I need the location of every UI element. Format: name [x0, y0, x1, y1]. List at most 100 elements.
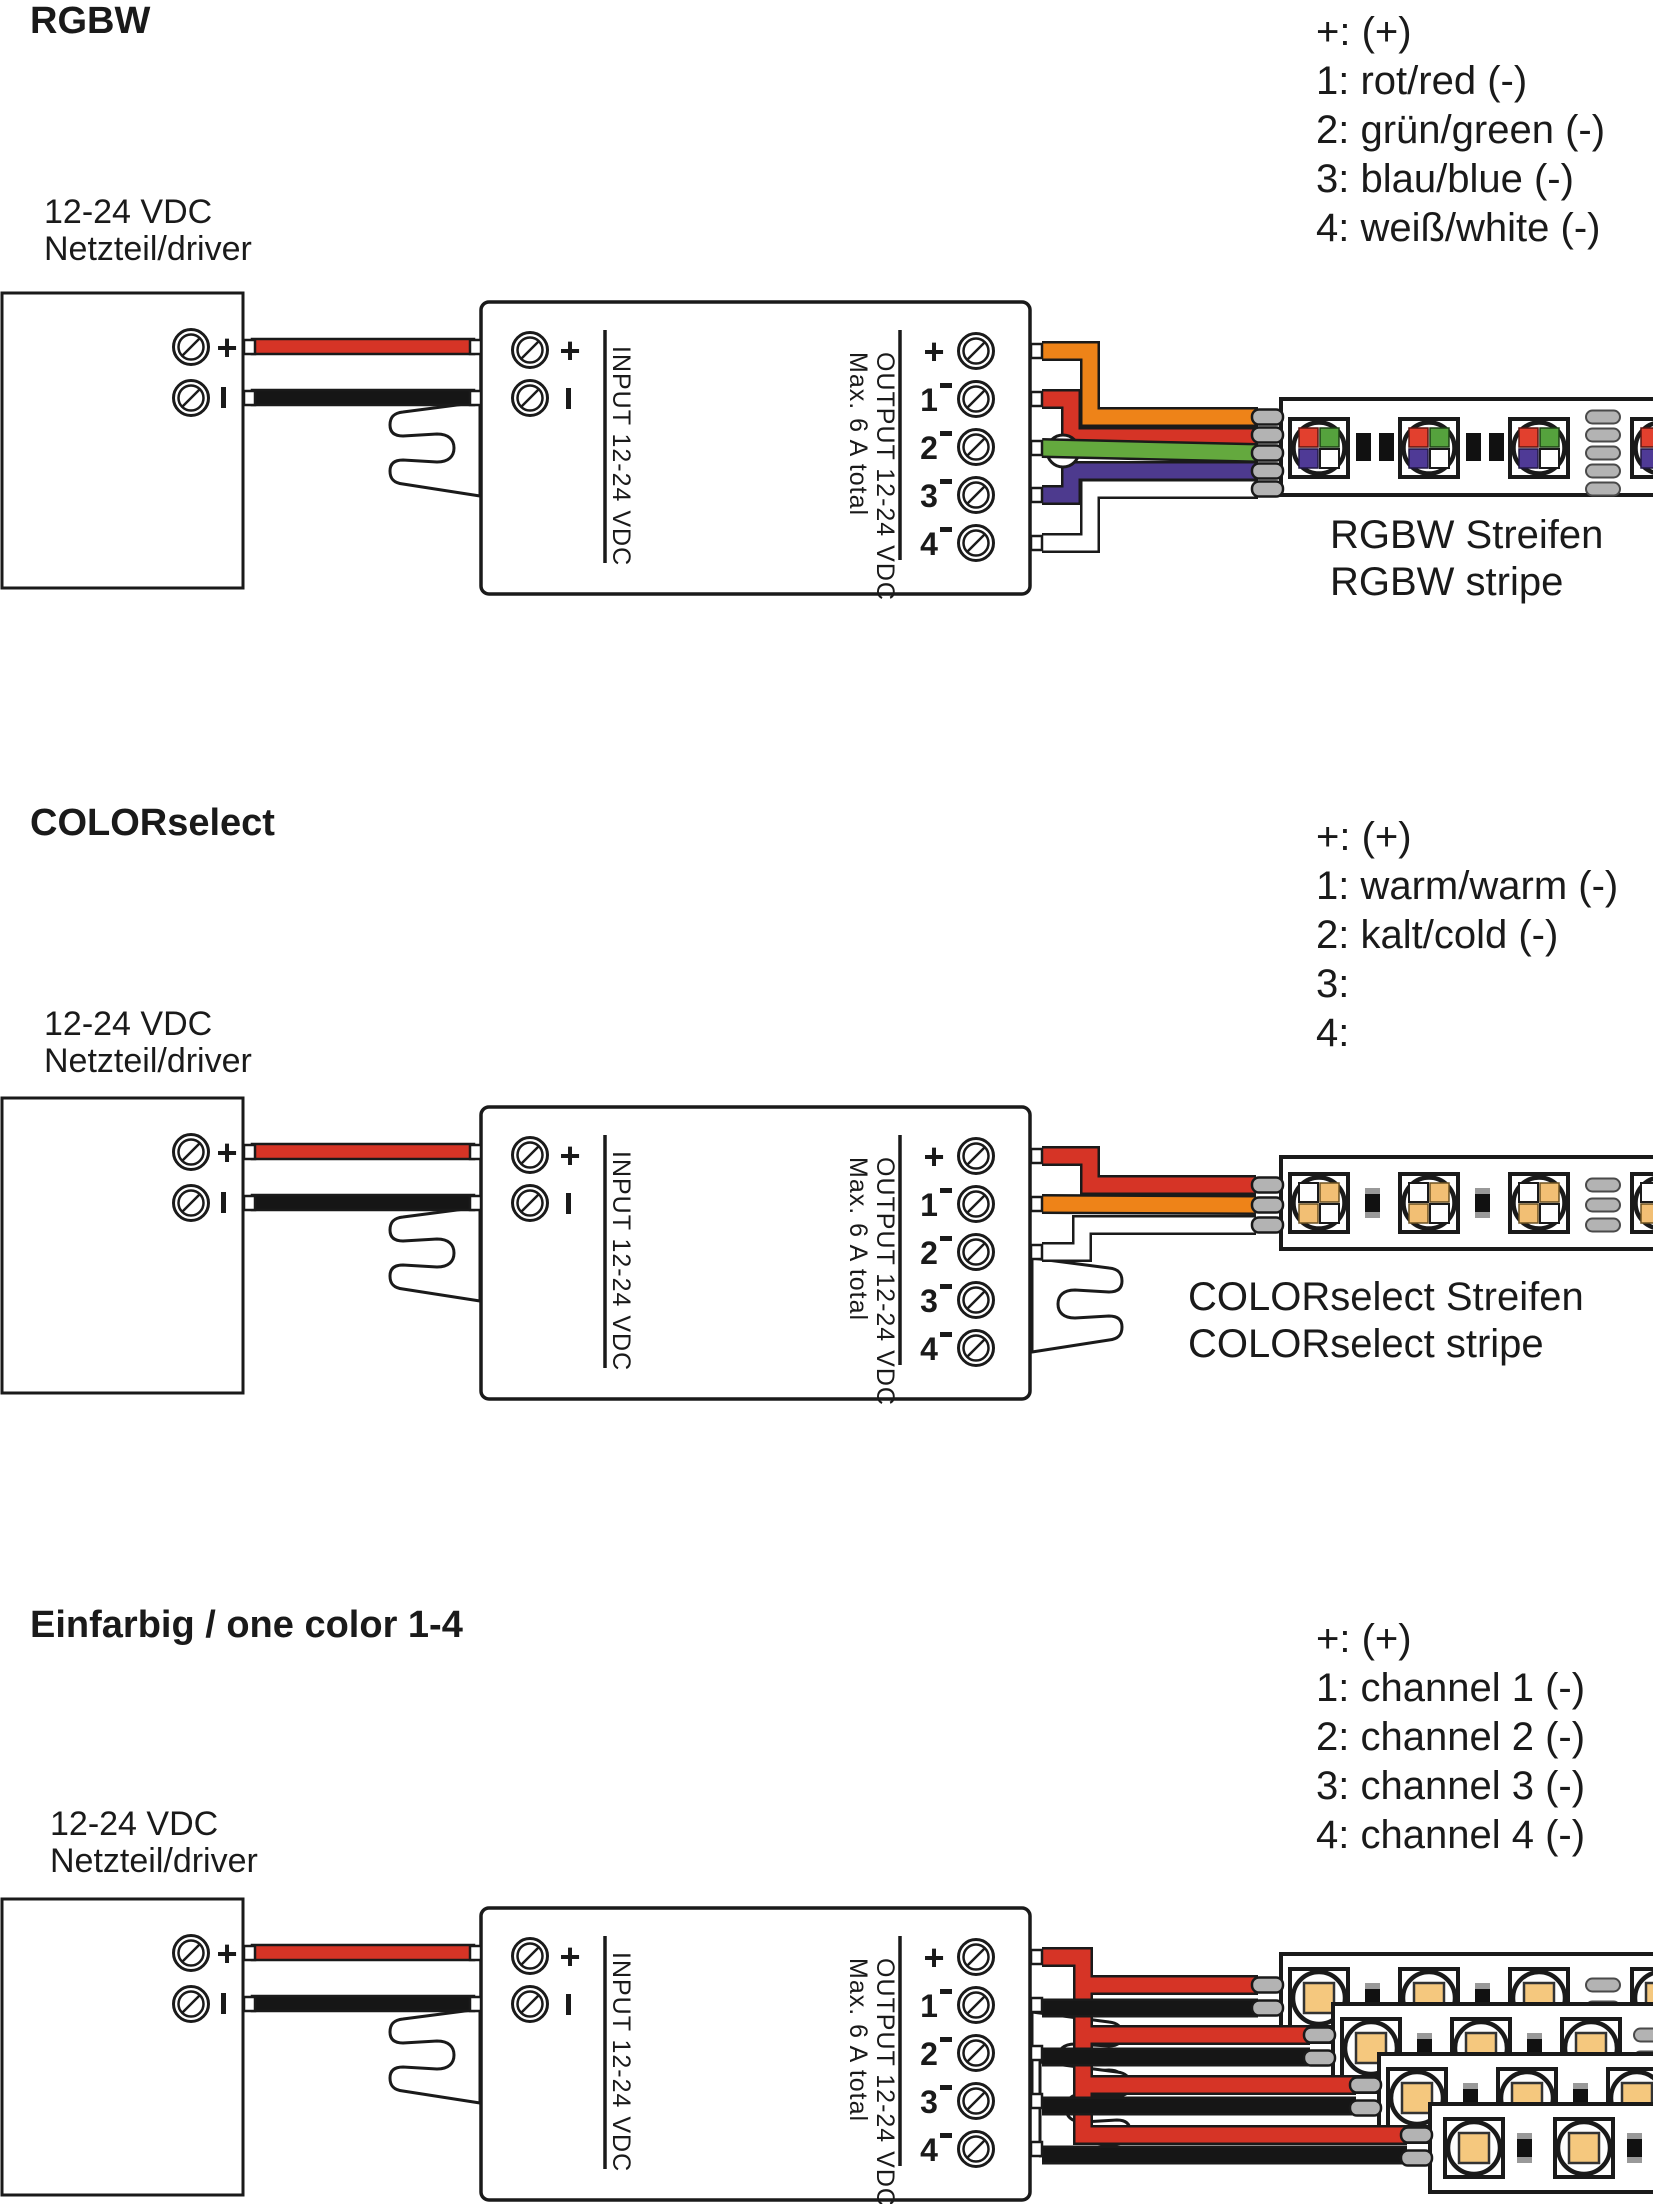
output-terminal-1: [957, 1185, 995, 1223]
strip-caption-line2: COLORselect stripe: [1188, 1322, 1544, 1366]
legend-line: +: (+): [1316, 815, 1412, 859]
output-label-3: 3: [920, 1283, 938, 1319]
led-strip-channel-4: [1428, 2102, 1653, 2194]
legend-line: 4: weiß/white (-): [1316, 206, 1601, 250]
input-minus-terminal: [511, 379, 549, 417]
wire-ferrule: [1029, 1996, 1044, 2014]
section-heading-colorselect: COLORselect: [30, 802, 275, 844]
output-minus-bar-1: [940, 1989, 952, 1994]
output-caption-line2: Max. 6 A total: [844, 1958, 872, 2123]
psu-label-line2: Netzteil/driver: [44, 1042, 252, 1080]
wire-ferrule: [1029, 534, 1044, 552]
output-terminal-2: [957, 428, 995, 466]
psu-label-line1: 12-24 VDC: [50, 1805, 219, 1843]
output-label-plus: +: [923, 1136, 945, 1177]
input-plus-label: +: [559, 1936, 581, 1977]
wire-ferrule: [1029, 2044, 1044, 2062]
psu-label-line1: 12-24 VDC: [44, 193, 213, 231]
strip-pad: [1302, 2026, 1337, 2044]
wire-psu-plus: [250, 337, 476, 356]
wire-out-2-green: [1041, 440, 1259, 461]
input-plus-terminal: [511, 1136, 549, 1174]
input-minus-label-bar: [566, 1193, 571, 1214]
output-caption-line1: OUTPUT 12-24 VDC: [871, 352, 899, 601]
psu-minus-label-bar: [221, 1993, 226, 2014]
output-label-4: 4: [920, 2132, 938, 2168]
psu-label-line2: Netzteil/driver: [44, 230, 252, 268]
strain-relief-output: [1030, 1256, 1124, 1354]
wire-ferrule: [468, 338, 483, 356]
strip-caption-line1: RGBW Streifen: [1330, 513, 1604, 557]
output-terminal-4: [957, 2130, 995, 2168]
output-caption-line1: OUTPUT 12-24 VDC: [871, 1958, 899, 2204]
wire-ferrule: [468, 1143, 483, 1161]
wire-ferrule: [242, 338, 257, 356]
psu-label: 12-24 VDC Netzteil/driver: [50, 1806, 258, 1880]
output-terminal-3: [957, 2082, 995, 2120]
strip-pad: [1399, 2126, 1434, 2144]
psu-label-line1: 12-24 VDC: [44, 1005, 213, 1043]
legend-line: +: (+): [1316, 10, 1412, 54]
output-label-plus: +: [923, 331, 945, 372]
wire-ferrule: [468, 1995, 483, 2013]
channel-wires: [1042, 2001, 1407, 2162]
output-minus-bar-2: [940, 1236, 952, 1241]
output-caption-line1: OUTPUT 12-24 VDC: [871, 1157, 899, 1406]
wire-out-2-white: [1042, 1217, 1256, 1260]
legend-line: 4:: [1316, 1011, 1350, 1055]
psu-label-line2: Netzteil/driver: [50, 1842, 258, 1880]
section-colorselect-graphics: [0, 1096, 1653, 1401]
output-label-2: 2: [920, 430, 938, 466]
legend-line: 2: channel 2 (-): [1316, 1715, 1586, 1759]
input-minus-label-bar: [566, 388, 571, 409]
output-terminal-1: [957, 380, 995, 418]
psu-plus-label: +: [216, 327, 238, 368]
section-onecolor-graphics: [0, 1897, 1653, 2202]
legend-colorselect: +: (+) 1: warm/warm (-) 2: kalt/cold (-)…: [1316, 813, 1618, 1058]
wire-ferrule: [1029, 1195, 1044, 1213]
wire-ferrule: [1029, 1948, 1044, 1966]
output-caption-line2: Max. 6 A total: [844, 1157, 872, 1322]
psu-minus-terminal: [172, 1985, 210, 2023]
strain-relief-input: [388, 2007, 482, 2105]
output-caption-line2: Max. 6 A total: [844, 352, 872, 517]
wire-ferrule: [1029, 2140, 1044, 2158]
input-minus-label-bar: [566, 1994, 571, 2015]
wire-ferrule: [1029, 2092, 1044, 2110]
wire-ferrule: [468, 1194, 483, 1212]
legend-line: 2: kalt/cold (-): [1316, 913, 1559, 957]
output-terminal-plus: [957, 1938, 995, 1976]
input-plus-terminal: [511, 331, 549, 369]
output-minus-bar-4: [940, 2133, 952, 2138]
output-terminal-3: [957, 1281, 995, 1319]
psu-minus-label-bar: [221, 1192, 226, 1213]
wire-plus-bus: [1042, 1949, 1407, 2143]
output-minus-bar-4: [940, 527, 952, 532]
legend-onecolor: +: (+) 1: channel 1 (-) 2: channel 2 (-)…: [1316, 1615, 1585, 1860]
wire-ferrule: [1029, 1147, 1044, 1165]
output-terminal-4: [957, 1329, 995, 1367]
output-terminal-2: [957, 2034, 995, 2072]
strip-caption-colorselect: COLORselect Streifen COLORselect stripe: [1188, 1274, 1584, 1368]
output-minus-bar-3: [940, 479, 952, 484]
legend-line: 1: rot/red (-): [1316, 59, 1528, 103]
strip-pad: [1302, 2049, 1337, 2067]
legend-line: 1: warm/warm (-): [1316, 864, 1619, 908]
legend-line: +: (+): [1316, 1617, 1412, 1661]
wire-psu-minus: [250, 388, 476, 407]
wire-ferrule: [1029, 486, 1044, 504]
output-minus-bar-3: [940, 1284, 952, 1289]
wire-ferrule: [1029, 390, 1044, 408]
strip-pad: [1348, 2076, 1383, 2094]
output-label-plus: +: [923, 1937, 945, 1978]
wire-psu-plus: [250, 1142, 476, 1161]
wire-ferrule: [1029, 1243, 1044, 1261]
output-wires: [1042, 343, 1258, 551]
wire-out-1-red: [1042, 391, 1258, 445]
wire-ferrule: [468, 1944, 483, 1962]
